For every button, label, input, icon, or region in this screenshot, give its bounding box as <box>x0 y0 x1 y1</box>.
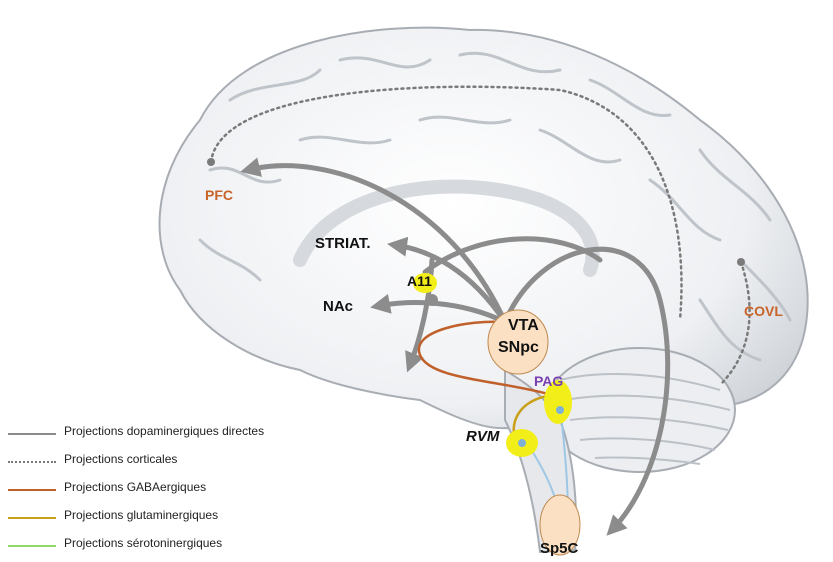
legend-swatch-glutamate <box>8 517 56 519</box>
label-pfc: PFC <box>205 187 233 203</box>
legend: Projections dopaminergiques directes Pro… <box>8 422 308 562</box>
pag-dot <box>556 406 564 414</box>
legend-swatch-gaba <box>8 489 56 491</box>
legend-label: Projections sérotoninergiques <box>64 536 222 550</box>
rvm-dot <box>518 439 526 447</box>
legend-label: Projections corticales <box>64 452 177 466</box>
label-a11: A11 <box>407 273 432 289</box>
a11-dot <box>426 294 438 306</box>
legend-swatch-serotonin <box>8 545 56 547</box>
label-striatum: STRIAT. <box>315 235 371 252</box>
label-nac: NAc <box>323 298 353 315</box>
legend-item-cortical: Projections corticales <box>8 450 308 478</box>
legend-item-glutamate: Projections glutaminergiques <box>8 506 308 534</box>
legend-item-gaba: Projections GABAergiques <box>8 478 308 506</box>
label-covl: COVL <box>744 303 783 319</box>
legend-label: Projections dopaminergiques directes <box>64 424 264 438</box>
label-sp5c: Sp5C <box>540 540 578 557</box>
legend-swatch-cortical <box>8 461 56 463</box>
pfc-dot <box>207 158 215 166</box>
cerebellum <box>545 348 735 472</box>
label-vta: VTA <box>508 317 539 335</box>
legend-item-dopaminergic: Projections dopaminergiques directes <box>8 422 308 450</box>
legend-label: Projections glutaminergiques <box>64 508 218 522</box>
legend-item-serotonin: Projections sérotoninergiques <box>8 534 308 562</box>
label-pag: PAG <box>534 373 563 389</box>
label-rvm: RVM <box>466 428 499 445</box>
legend-swatch-dopaminergic <box>8 433 56 435</box>
label-snpc: SNpc <box>498 339 539 357</box>
legend-label: Projections GABAergiques <box>64 480 206 494</box>
covl-dot <box>737 258 745 266</box>
